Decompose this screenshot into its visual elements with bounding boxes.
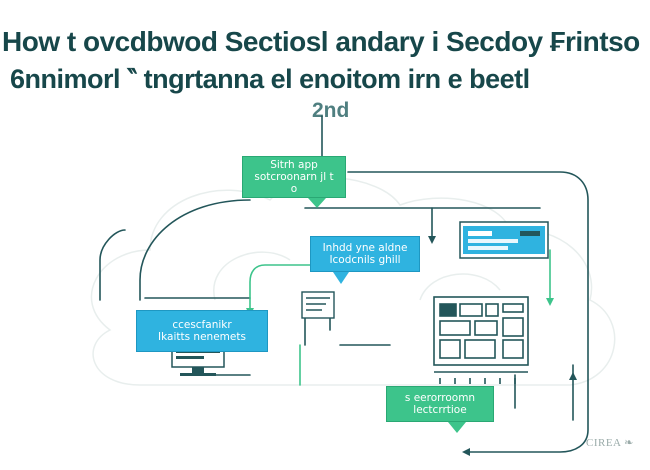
connector-lines-dark xyxy=(99,115,589,453)
background-cloud-sketch xyxy=(90,177,616,386)
leaf-icon: ❧ xyxy=(624,437,634,449)
callout-middle-line-1: Inhdd yne aldne xyxy=(322,242,408,254)
callout-bottom-green: s eerorroomn lectcrrtioe xyxy=(386,386,494,422)
callout-top-line-2: sotcroonarn jl t xyxy=(254,171,334,183)
callout-top-green: Sitrh app sotcroonarn jl t o xyxy=(242,156,346,198)
connector-lines-green xyxy=(249,249,551,386)
document-panel-icon xyxy=(459,221,549,259)
callout-bottom-line-2: lectcrrtioe xyxy=(413,404,467,416)
callout-left-line-1: ccescfanikr xyxy=(172,319,232,331)
callout-middle-blue: Inhdd yne aldne Icodcnils ghill xyxy=(310,236,420,272)
application-window-icon xyxy=(433,296,529,384)
callout-bottom-tail xyxy=(448,422,466,433)
callout-top-line-1: Sitrh app xyxy=(270,159,318,171)
callout-middle-line-2: Icodcnils ghill xyxy=(329,254,401,266)
callout-bottom-line-1: s eerorroomn xyxy=(404,392,476,404)
callout-left-blue: ccescfanikr Ikaitts nenemets xyxy=(136,310,268,352)
watermark-text: CIREA xyxy=(586,437,621,449)
arrow-heads-dark xyxy=(428,236,577,456)
watermark: CIREA ❧ xyxy=(586,436,634,449)
title-line-1: How t ovcdbwod Sectiosl andary i Secdoy … xyxy=(2,26,640,57)
title-line-2: 6nnimorl ‶ tngrtanna el enoitom irn e be… xyxy=(10,64,530,94)
callout-left-line-2: Ikaitts nenemets xyxy=(158,331,246,343)
callout-middle-tail xyxy=(333,272,349,284)
callout-top-tail xyxy=(308,198,326,208)
sheet-icon xyxy=(301,291,335,319)
callout-top-line-3: o xyxy=(290,183,298,195)
